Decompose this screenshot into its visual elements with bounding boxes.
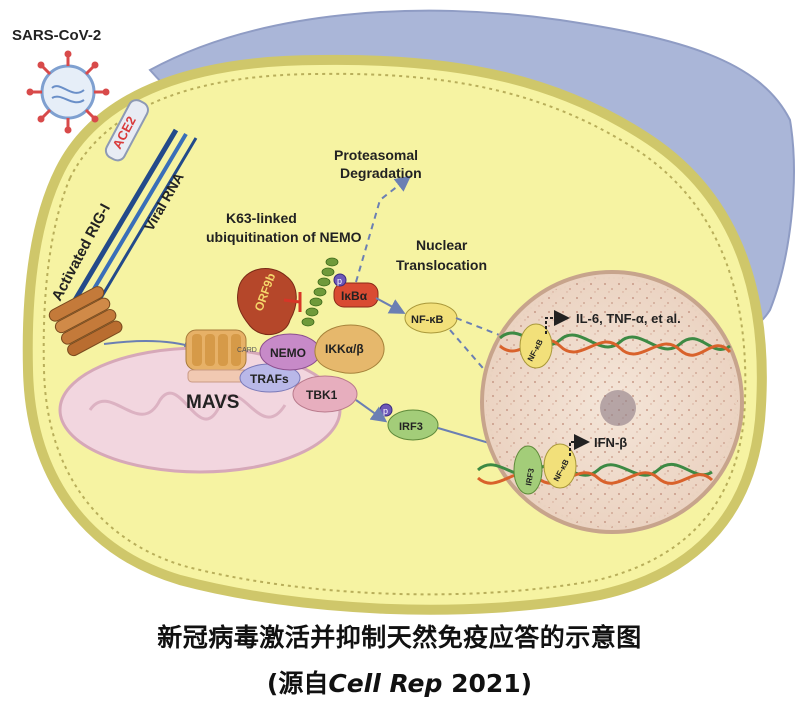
mavs-card-stack [185,329,253,383]
orf9b-protein [237,268,297,335]
phospho-ikba [333,273,347,287]
irf3-nuclear-label: IRF3 [524,467,536,486]
tbk1-label: TBK1 [306,388,338,402]
inhibition-mark [283,292,302,312]
sars-cov-2-virion [26,50,110,134]
nucleolus [600,390,636,426]
irf3-nuclear [513,445,543,495]
il6-transcription-arrow [545,310,570,334]
irf3-cytoplasmic [387,409,439,441]
k63-label-line1: K63-linked [226,210,297,226]
nfkb-cytoplasmic-label: NF-κB [411,314,443,326]
ifnb-label: IFN-β [594,435,627,450]
caption-source: (源自Cell Rep 2021) [0,664,799,700]
irf3-cytoplasmic-label: IRF3 [399,421,423,433]
nuclear-label-line1: Nuclear [416,237,468,253]
proteasomal-label-line1: Proteasomal [334,147,418,163]
nfkb-nuclear-lower [543,443,577,489]
phospho-ikba-label: p [337,276,342,286]
viral-rna-strands [72,128,198,309]
il6-label: IL-6, TNF-α, et al. [576,311,681,326]
mavs-label: MAVS [186,392,239,413]
virus-label: SARS-CoV-2 [12,27,101,44]
ikk-protein [314,324,385,374]
ikba-to-nfkb-arrow [375,297,406,314]
membrane-inner-line [42,72,747,596]
caption-journal: Cell Rep [328,669,443,698]
ubiquitin-chain [301,257,339,327]
traf-label: TRAFs [250,372,289,386]
ikk-label: IKKα/β [325,342,364,356]
nemo-label: NEMO [270,346,306,360]
k63-label-line2: ubiquitination of NEMO [206,229,362,245]
nfkb-nuclear-upper [519,323,553,369]
caption-title: 新冠病毒激活并抑制天然免疫应答的示意图 [157,623,642,652]
tbk1-to-irf3-arrow [355,399,388,423]
caption-source-suffix: 2021) [442,669,533,698]
nuclear-label-line2: Translocation [396,257,487,273]
rig-i-card-stack [48,286,123,357]
tbk1-protein [292,375,358,413]
card-label: CARD [237,347,257,354]
ikba-protein [333,282,379,308]
ace2-receptor [104,99,149,162]
proteasomal-label-line2: Degradation [340,165,422,181]
phospho-irf3-label: p [383,406,388,416]
figure-caption: 新冠病毒激活并抑制天然免疫应答的示意图 (源自Cell Rep 2021) [0,618,799,700]
caption-source-prefix: (源自 [266,669,329,698]
ikba-label: IκBα [341,289,368,303]
